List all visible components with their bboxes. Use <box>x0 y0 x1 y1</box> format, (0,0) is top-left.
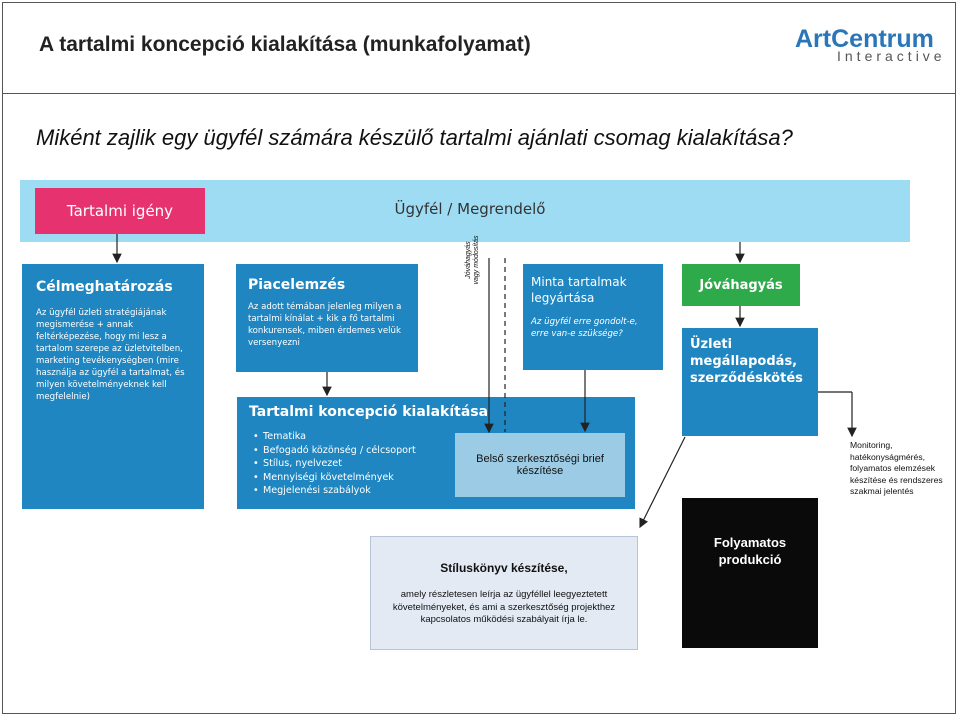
production-label: Folyamatos produkció <box>713 535 787 567</box>
deal-label: Üzleti megállapodás, szerződéskötés <box>690 337 803 386</box>
brief-label: Belső szerkesztőségi brief készítése <box>476 453 604 477</box>
page-title: A tartalmi koncepció kialakítása (munkaf… <box>39 33 531 56</box>
logo-artcentrum: ArtCentrum <box>795 25 934 53</box>
demand-box: Tartalmi igény <box>35 188 205 234</box>
sample-heading: Minta tartalmak legyártása <box>531 275 627 305</box>
deal-box: Üzleti megállapodás, szerződéskötés <box>682 328 818 436</box>
list-item: Tematika <box>253 430 625 444</box>
goal-heading: Célmeghatározás <box>36 279 173 295</box>
list-item: Megjelenési szabályok <box>253 484 625 498</box>
goal-body: Az ügyfél üzleti stratégiájának megismer… <box>36 308 185 402</box>
market-box: Piacelemzés Az adott témában jelenleg mi… <box>236 264 418 372</box>
goal-box: Célmeghatározás Az ügyfél üzleti stratég… <box>22 264 204 509</box>
monitoring-text: Monitoring, hatékonyságmérés, folyamatos… <box>850 440 943 496</box>
list-item: Mennyiségi követelmények <box>253 471 625 485</box>
concept-heading: Tartalmi koncepció kialakítása <box>249 404 489 420</box>
stylebook-box: Stíluskönyv készítése, amely részletesen… <box>370 536 638 650</box>
brief-box: Belső szerkesztőségi brief készítése <box>455 433 625 497</box>
market-body: Az adott témában jelenleg milyen a tarta… <box>248 302 402 348</box>
list-item: Befogadó közönség / célcsoport <box>253 444 625 458</box>
arrow-deal-to-stylebook <box>639 436 686 529</box>
stylebook-heading: Stíluskönyv készítése, <box>440 561 568 575</box>
logo-interactive: Interactive <box>837 48 946 64</box>
approval-box: Jóváhagyás <box>682 264 800 306</box>
concept-list: Tematika Befogadó közönség / célcsoport … <box>249 430 625 498</box>
production-box: Folyamatos produkció <box>682 498 818 648</box>
stylebook-body: amely részletesen leírja az ügyféllel le… <box>392 589 616 625</box>
sample-body: Az ügyfél erre gondolt-e, erre van-e szü… <box>531 317 638 339</box>
client-label: Ügyfél / Megrendelő <box>394 200 546 218</box>
header: A tartalmi koncepció kialakítása (munkaf… <box>3 3 955 94</box>
subtitle: Miként zajlik egy ügyfél számára készülő… <box>36 125 793 150</box>
list-item: Stílus, nyelvezet <box>253 457 625 471</box>
sample-box: Minta tartalmak legyártása Az ügyfél err… <box>523 264 663 370</box>
market-heading: Piacelemzés <box>248 277 346 293</box>
